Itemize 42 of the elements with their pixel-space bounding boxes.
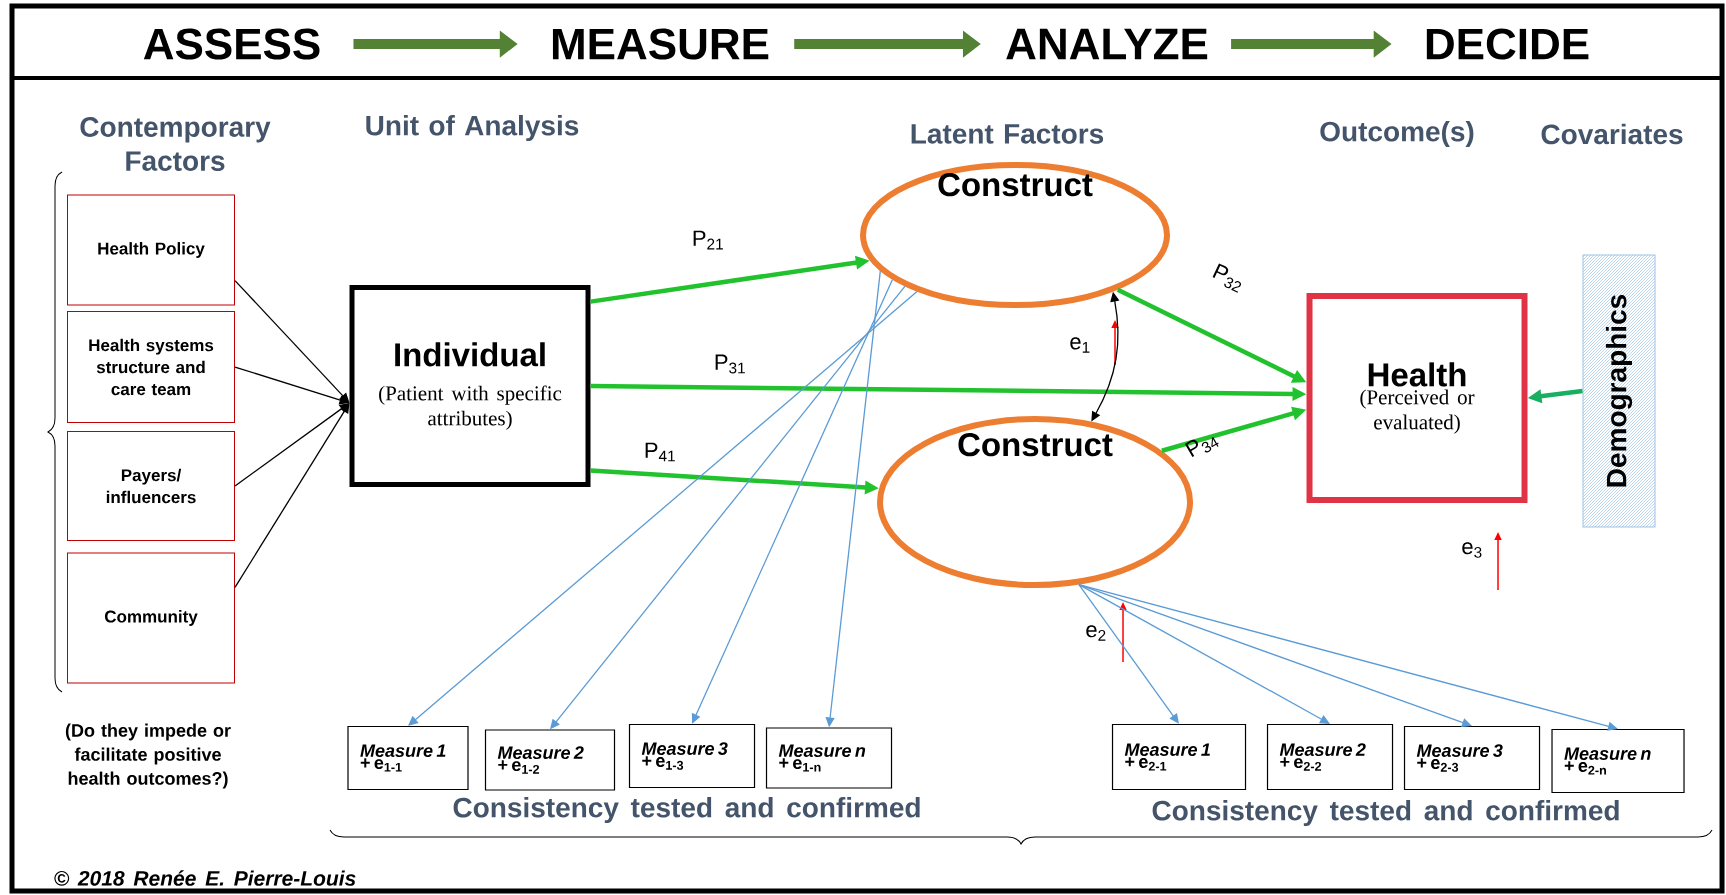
measure-box: Measure n + e$_{2-n}$ (1551, 728, 1685, 794)
covariate-bar: Demographics (1582, 254, 1656, 528)
path-label: P$_{34}$ (1184, 437, 1219, 458)
arrow (1078, 583, 1472, 727)
stage-label: ASSESS (143, 28, 320, 60)
measure-box: Measure 1 + e$_{1-1}$ (347, 725, 469, 791)
arrow (1078, 583, 1330, 724)
factor-box: Health Policy (67, 194, 235, 306)
arrow (234, 279, 350, 403)
stage-label: DECIDE (1426, 28, 1589, 60)
arrow (408, 290, 918, 726)
arrow (1078, 583, 1618, 731)
stage-label: ANALYZE (1006, 28, 1208, 60)
path-label: P$_{32}$ (1212, 263, 1242, 293)
column-heading: Outcome(s) (1320, 120, 1474, 148)
measure-box: Measure 3 + e$_{1-3}$ (628, 723, 756, 789)
unit-box: Individual (Patient with specific attributes) (349, 285, 591, 487)
measure-box: Measure 3 + e$_{2-3}$ (1403, 725, 1541, 791)
error-label: e$_{2}$ (1086, 625, 1106, 641)
factor-box: Health systems structure and care team (67, 311, 235, 423)
note: (Do they impede or facilitate positive health outcomes?) (65, 723, 231, 789)
error-label: e$_{1}$ (1070, 337, 1090, 353)
measure-box: Measure 1 + e$_{2-1}$ (1111, 723, 1247, 791)
bracket-label: Consistency tested and confirmed (1152, 799, 1619, 827)
arrow (1078, 583, 1179, 724)
copyright-note: © 2018 Renée E. Pierre-Louis (54, 870, 356, 886)
stage-label: MEASURE (552, 28, 769, 60)
column-heading: Unit of Analysis (366, 114, 579, 142)
error-label: e$_{3}$ (1462, 542, 1482, 558)
measure-box: Measure 2 + e$_{2-2}$ (1266, 723, 1394, 791)
measure-box: Measure n + e$_{1-n}$ (765, 727, 893, 789)
column-heading: Covariates (1541, 123, 1683, 145)
measure-box: Measure 2 + e$_{1-2}$ (484, 729, 616, 791)
path-label: P$_{31}$ (715, 354, 745, 374)
bracket-label: Consistency tested and confirmed (453, 796, 920, 824)
arrow (234, 403, 350, 589)
outcome-box: Health (Perceived or evaluated) (1306, 293, 1528, 503)
factor-box: Payers/ influencers (67, 431, 235, 541)
arrow (691, 279, 894, 724)
path-label: P$_{21}$ (693, 230, 723, 250)
path-label: P$_{41}$ (645, 442, 675, 462)
factor-box: Community (67, 552, 235, 684)
